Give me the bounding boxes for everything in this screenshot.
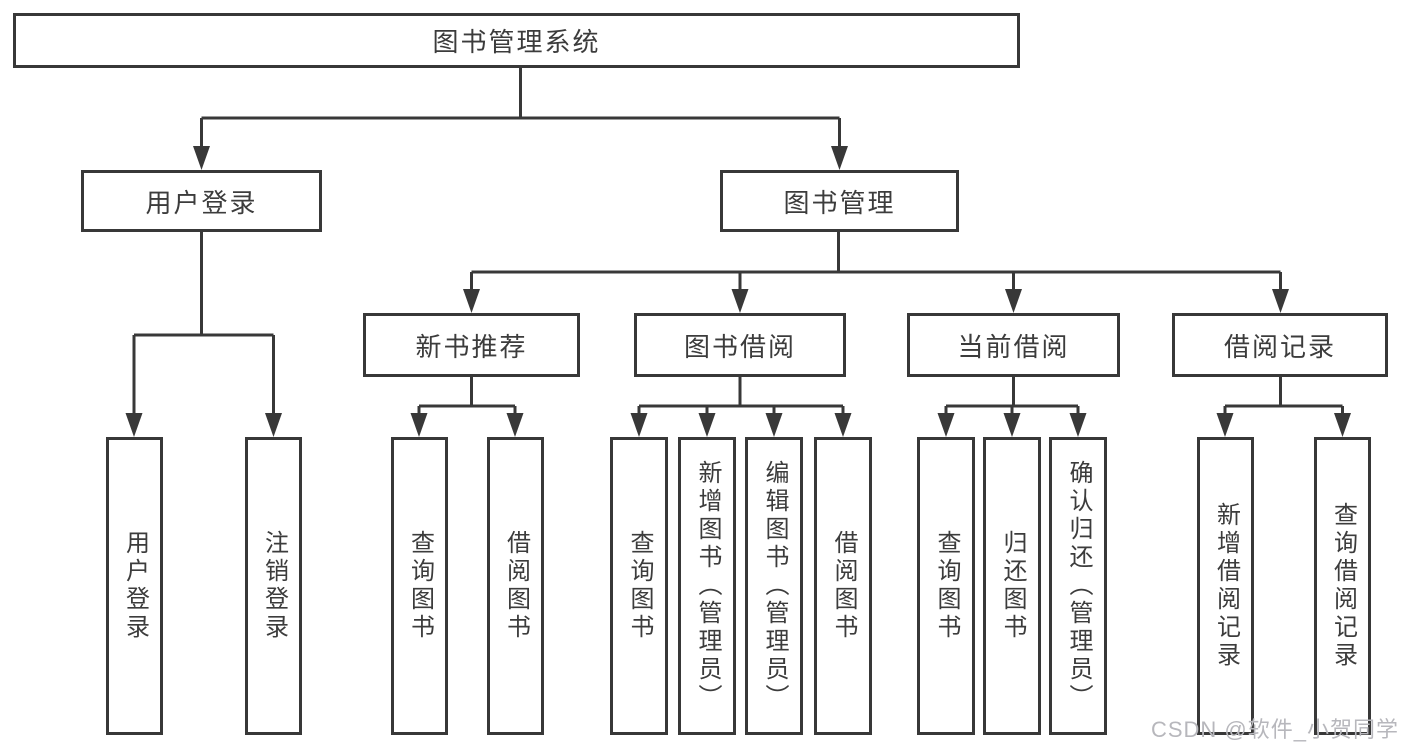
arrow-down-icon bbox=[698, 413, 716, 437]
node-label: 图书管理系统 bbox=[432, 27, 601, 57]
leaf-borrowing-query-book: 查询图书 bbox=[610, 437, 668, 735]
node-label: 用户登录 bbox=[145, 187, 258, 218]
arrow-down-icon bbox=[1272, 289, 1289, 313]
arrow-down-icon bbox=[765, 413, 783, 437]
node-label: 借阅记录 bbox=[1223, 331, 1336, 362]
arrow-down-icon bbox=[265, 413, 282, 437]
connector-root-to-level2 bbox=[193, 68, 848, 170]
node-label: 图书管理 bbox=[783, 187, 896, 218]
node-label: 归还图书 bbox=[999, 530, 1026, 642]
arrow-down-icon bbox=[834, 413, 852, 437]
leaf-recommend-query-book: 查询图书 bbox=[391, 437, 448, 735]
node-label: 确认归还（管理员） bbox=[1065, 460, 1092, 712]
node-label: 查询图书 bbox=[626, 530, 653, 642]
node-label: 借阅图书 bbox=[830, 530, 857, 642]
node-label: 用户登录 bbox=[121, 530, 149, 642]
node-label: 查询借阅记录 bbox=[1329, 502, 1357, 670]
node-label: 新书推荐 bbox=[415, 331, 528, 362]
arrow-down-icon bbox=[1216, 413, 1234, 437]
node-label: 新增借阅记录 bbox=[1212, 502, 1240, 670]
csdn-watermark: CSDN @软件_小贺同学 bbox=[1150, 717, 1399, 742]
arrow-down-icon bbox=[1005, 289, 1022, 313]
node-borrowing-records: 借阅记录 bbox=[1172, 313, 1388, 377]
node-book-borrowing: 图书借阅 bbox=[634, 313, 846, 377]
node-new-book-recommendation: 新书推荐 bbox=[363, 313, 580, 377]
node-label: 借阅图书 bbox=[502, 530, 530, 642]
arrow-down-icon bbox=[506, 413, 524, 437]
connector-book-management-to-level3 bbox=[463, 232, 1289, 313]
node-book-management: 图书管理 bbox=[720, 170, 959, 232]
leaf-logout: 注销登录 bbox=[245, 437, 302, 735]
connector-user-login-to-leaves bbox=[125, 232, 282, 437]
node-label: 查询图书 bbox=[933, 530, 960, 642]
arrow-down-icon bbox=[1334, 413, 1351, 437]
arrow-down-icon bbox=[125, 413, 143, 437]
arrow-down-icon bbox=[463, 289, 480, 313]
connector-new-book-recommendation-to-leaves bbox=[410, 375, 524, 437]
arrow-down-icon bbox=[937, 413, 955, 437]
leaf-current-return-book: 归还图书 bbox=[983, 437, 1041, 735]
node-label: 当前借阅 bbox=[957, 331, 1070, 362]
node-label: 编辑图书（管理员） bbox=[761, 460, 788, 712]
leaf-records-add-record: 新增借阅记录 bbox=[1197, 437, 1254, 735]
node-label: 图书借阅 bbox=[683, 331, 796, 362]
connector-borrowing-records-to-leaves bbox=[1216, 375, 1351, 437]
connector-current-borrowing-to-leaves bbox=[937, 375, 1087, 437]
arrow-down-icon bbox=[1069, 413, 1087, 437]
node-label: 新增图书（管理员） bbox=[694, 460, 721, 712]
arrow-down-icon bbox=[831, 146, 848, 170]
arrow-down-icon bbox=[410, 413, 428, 437]
connector-book-borrowing-to-leaves bbox=[630, 375, 852, 437]
arrow-down-icon bbox=[1003, 413, 1021, 437]
leaf-current-query-book: 查询图书 bbox=[917, 437, 975, 735]
node-label: 注销登录 bbox=[260, 530, 288, 642]
leaf-current-confirm-return: 确认归还（管理员） bbox=[1049, 437, 1107, 735]
node-current-borrowing: 当前借阅 bbox=[907, 313, 1120, 377]
leaf-borrowing-borrow-book: 借阅图书 bbox=[814, 437, 872, 735]
node-user-login: 用户登录 bbox=[81, 170, 322, 232]
node-label: 查询图书 bbox=[406, 530, 434, 642]
leaf-borrowing-edit-book: 编辑图书（管理员） bbox=[745, 437, 803, 735]
leaf-user-login: 用户登录 bbox=[106, 437, 163, 735]
leaf-recommend-borrow-book: 借阅图书 bbox=[487, 437, 544, 735]
node-library-management-system: 图书管理系统 bbox=[13, 13, 1020, 68]
arrow-down-icon bbox=[731, 289, 749, 313]
leaf-borrowing-add-book: 新增图书（管理员） bbox=[678, 437, 736, 735]
arrow-down-icon bbox=[193, 146, 210, 170]
leaf-records-query-record: 查询借阅记录 bbox=[1314, 437, 1371, 735]
arrow-down-icon bbox=[630, 413, 648, 437]
